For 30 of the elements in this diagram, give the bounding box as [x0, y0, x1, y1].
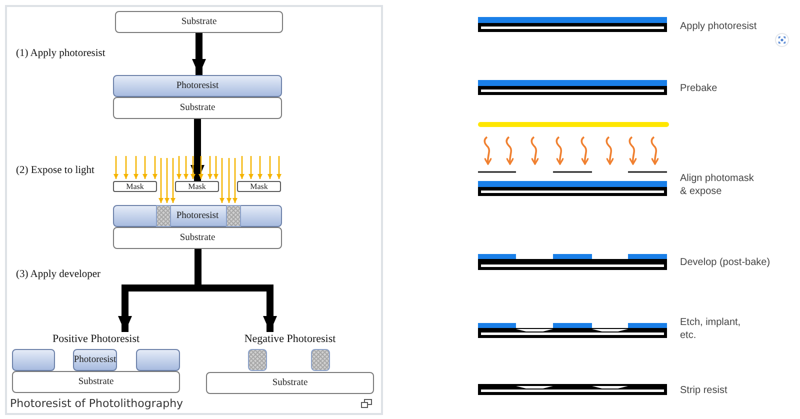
photoresist-layer [113, 205, 282, 227]
substrate-layer: Substrate [206, 372, 374, 394]
mask-plate: Mask [175, 181, 219, 192]
photoresist-layer: Photoresist [113, 75, 282, 97]
process-step-label: Align photomask & expose [680, 172, 755, 198]
mask-plate: Mask [113, 181, 157, 192]
process-step-label: Strip resist [680, 384, 728, 397]
photoresist-layer: Photoresist [73, 349, 117, 371]
process-step-label: Apply photoresist [680, 20, 757, 33]
step-label: (1) Apply photoresist [16, 48, 106, 59]
stage-heading: Negative Photoresist [243, 333, 337, 347]
process-step-label: Prebake [680, 82, 718, 95]
stage-heading: Positive Photoresist [51, 333, 141, 347]
arrow [192, 33, 206, 75]
mask-plate: Mask [237, 181, 281, 192]
process-step-label: Develop (post-bake) [680, 256, 770, 269]
substrate-layer: Substrate [113, 227, 282, 249]
photoresist-layer [12, 349, 55, 371]
substrate-layer: Substrate [113, 97, 282, 119]
arrow [190, 119, 204, 181]
layer-label: Photoresist [176, 211, 219, 221]
step-label: (2) Expose to light [16, 165, 94, 176]
step-label: (3) Apply developer [16, 269, 101, 280]
photoresist-layer [136, 349, 180, 371]
figure-caption: Photoresist of Photolithography [10, 397, 184, 410]
substrate-layer: Substrate [12, 371, 180, 393]
exposed-resist-block [248, 349, 267, 371]
substrate-layer: Substrate [115, 11, 283, 33]
exposed-resist-block [311, 349, 330, 371]
process-step-label: Etch, implant, etc. [680, 316, 742, 342]
